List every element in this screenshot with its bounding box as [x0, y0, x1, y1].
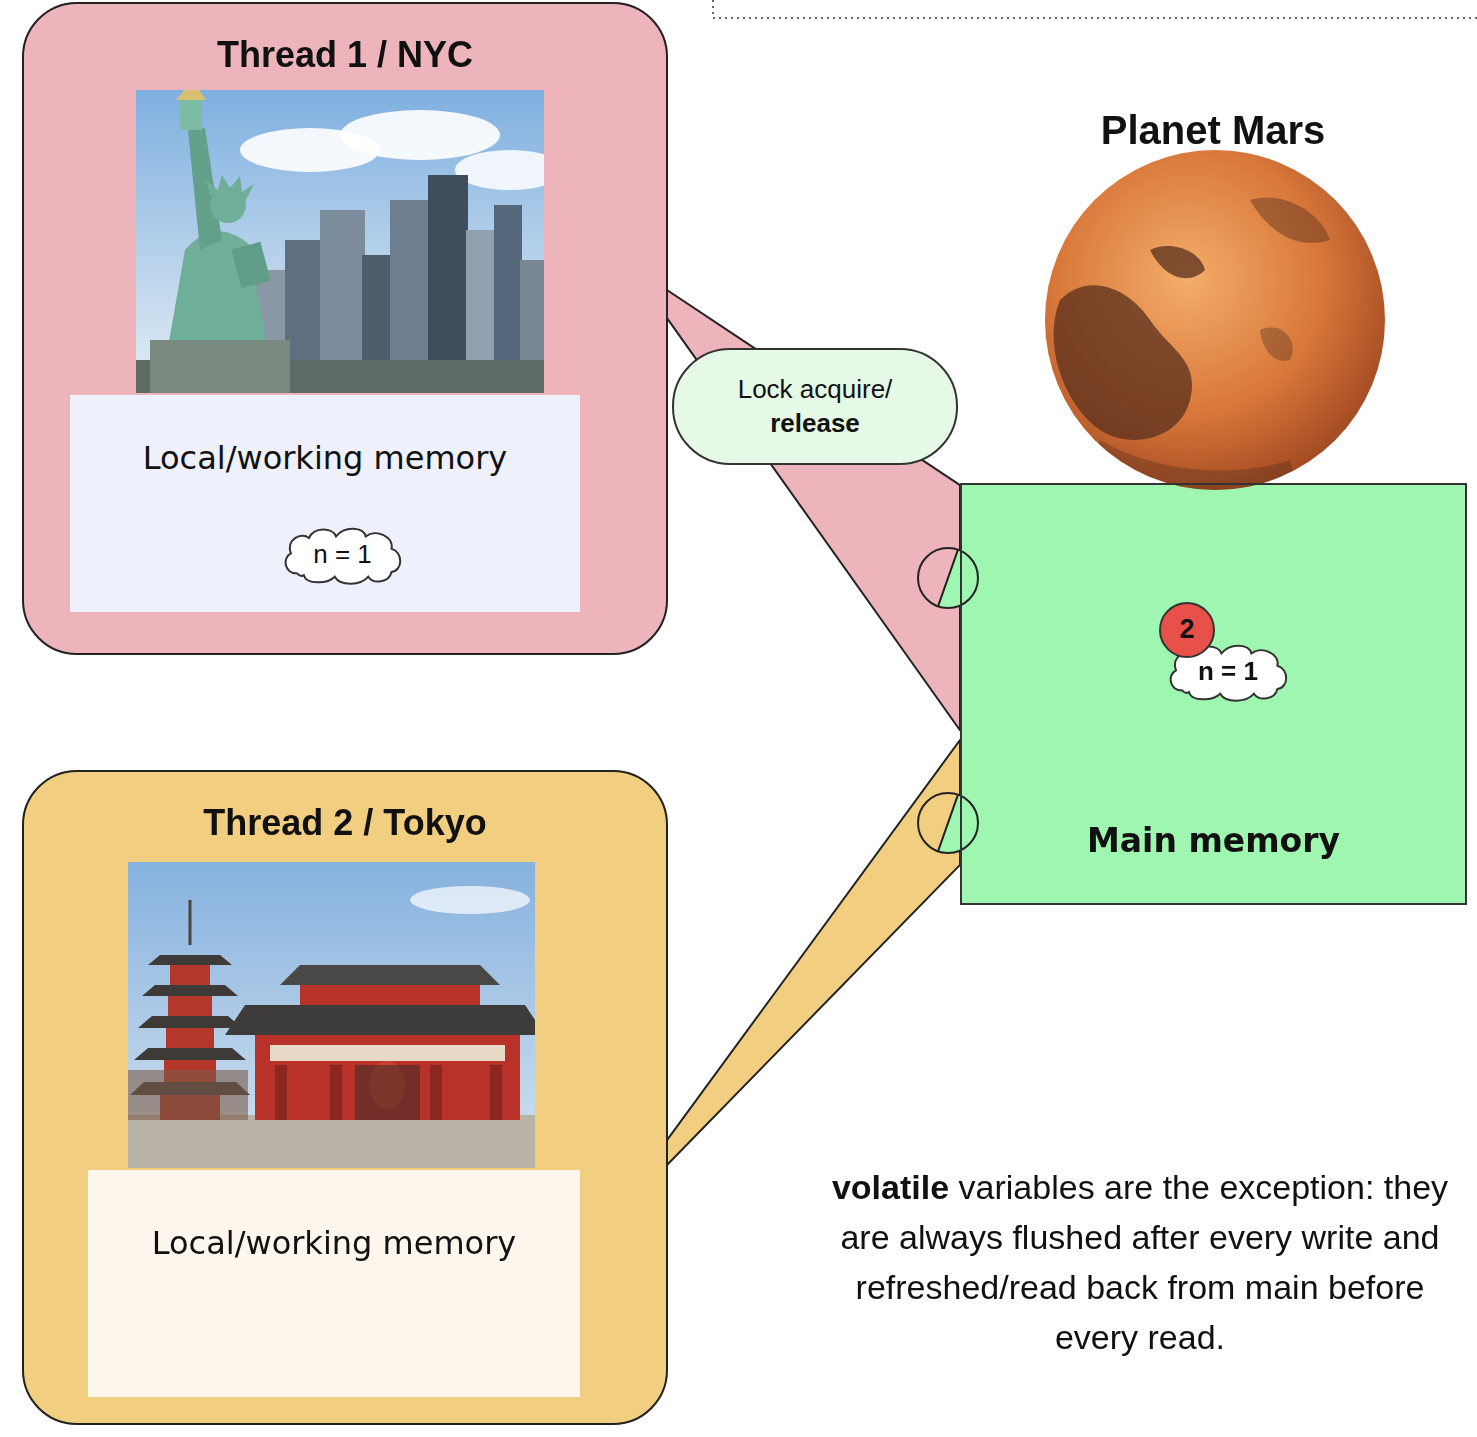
node-text: Local/working memory	[152, 1223, 517, 1265]
node-text: Thread 2 / Tokyo	[203, 800, 486, 847]
callout-number-text: 2	[1179, 612, 1194, 647]
main-memory-fill	[960, 483, 1467, 905]
planet-heading: Planet Mars	[1101, 108, 1326, 152]
working-memory-box: n = 1 Local/working memory	[70, 395, 580, 612]
planet-heading-box: Planet Mars	[1013, 108, 1413, 153]
tokyo-photo	[128, 862, 535, 1168]
node-text: Local/working memory	[143, 438, 508, 480]
thread-box: Local/working memory Thread 2 / Tokyo	[22, 770, 668, 1425]
nyc-photo	[136, 90, 544, 393]
port-symbol	[918, 548, 978, 608]
node-text: release	[770, 407, 860, 441]
thread-fill	[22, 770, 668, 1425]
pointer-tail	[667, 740, 960, 1165]
value-text: n = 1	[313, 538, 372, 572]
thread-fill	[22, 2, 668, 655]
lock-label-pill: Lock acquire/release	[672, 348, 958, 465]
volatile-note: volatilevariables are the exception: the…	[825, 1162, 1455, 1362]
working-memory-box: Local/working memory	[88, 1170, 580, 1397]
node-text: Main memory	[1087, 820, 1340, 863]
thread-box: n = 1 Local/working memory Thread 1 / NYC	[22, 2, 668, 655]
port-symbol	[918, 793, 978, 853]
mars-planet	[1045, 150, 1385, 500]
keyword: volatile	[832, 1168, 949, 1206]
value-cloud: n = 1	[278, 524, 407, 586]
value-text: n = 1	[1198, 655, 1258, 689]
main-memory-box: 2n = 1 Main memory	[960, 483, 1467, 905]
dotted-frame	[713, 0, 1477, 18]
pointer-tail	[667, 290, 960, 730]
node-text: Lock acquire/	[738, 373, 893, 407]
node-text: Thread 1 / NYC	[217, 32, 473, 79]
callout-number: 2	[1159, 602, 1215, 658]
